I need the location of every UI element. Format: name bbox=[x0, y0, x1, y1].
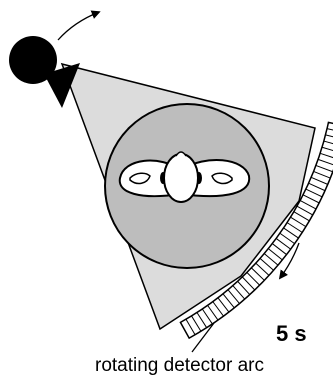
rotation-arrow-top-icon bbox=[58, 12, 99, 40]
detector-arc-caption: rotating detector arc bbox=[95, 356, 264, 375]
elapsed-time-label: 5 s bbox=[276, 323, 307, 345]
xray-source-icon bbox=[9, 36, 57, 84]
